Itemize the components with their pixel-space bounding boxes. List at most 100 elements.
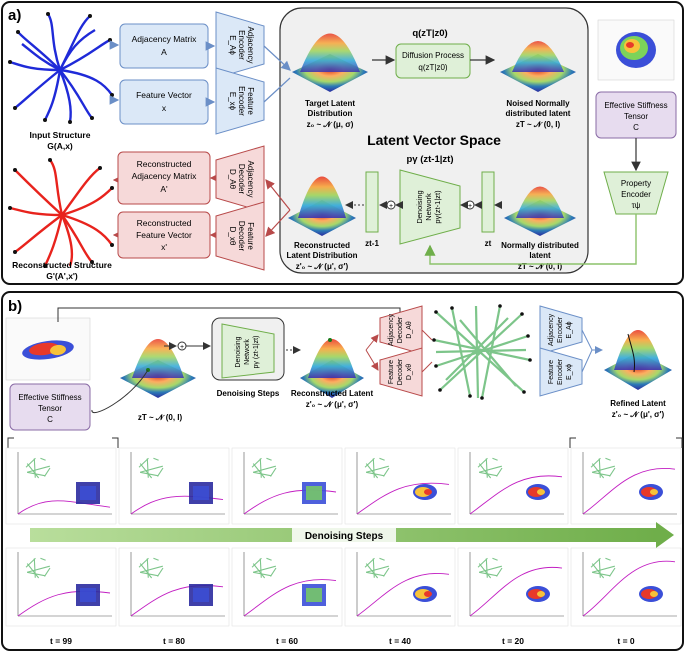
zt-minus-bar	[365, 171, 379, 233]
svg-text:+: +	[180, 344, 184, 351]
target-latent-l1: Target Latent	[305, 99, 355, 108]
panel-a-frame	[1, 1, 684, 285]
recon-feature-l2: Feature Vector	[136, 230, 192, 240]
timestep-label: t = 99	[50, 636, 72, 646]
feat-decoder-l1: Feature	[246, 222, 255, 250]
feat-encoder-b-l2: Encoder	[557, 358, 564, 385]
recon-latent-plot	[288, 176, 356, 236]
step-thumbnail	[570, 447, 682, 525]
feat-encoder-l3: E_xϕ	[228, 92, 237, 111]
svg-text:+: +	[468, 203, 472, 210]
noised-latent-plot	[500, 41, 576, 92]
noised-latent-l3: zT ~ 𝒩 (0, I)	[516, 120, 561, 129]
step-thumbnail	[344, 447, 456, 525]
adjacency-encoder	[215, 11, 265, 79]
adj-decoder-l3: D_Aθ	[228, 169, 237, 190]
adj-encoder-l2: Encoder	[237, 30, 246, 60]
stiffness-b-l1: Effective Stiffness	[18, 393, 81, 402]
stiffness-a-l3: C	[633, 123, 639, 132]
denoising-thumbnails	[5, 447, 682, 627]
input-structure-sub: G(A,x)	[47, 141, 73, 151]
adj-decoder-l2: Decoder	[237, 164, 246, 195]
denoise-b-l1: Denoising	[235, 336, 242, 367]
denoising-network-b	[221, 323, 275, 379]
denoise-net-l1: Denoising	[415, 190, 424, 223]
denoising-arrow-label: Denoising Steps	[305, 531, 384, 542]
normal-latent-l3: zT ~ 𝒩 (0, I)	[518, 262, 563, 271]
denoise-b-l3: pγ (zt-1|zt)	[253, 336, 260, 369]
adj-encoder-l1: Adjacency	[246, 27, 255, 64]
noised-latent-l2: distributed latent	[506, 109, 571, 118]
latent-space-title: Latent Vector Space	[367, 132, 501, 148]
denoising-arrow-head	[656, 522, 674, 548]
diffusion-process-box	[395, 43, 471, 79]
input-structure-graph	[9, 13, 113, 123]
recon-feature-l1: Reconstructed	[137, 218, 192, 228]
adj-encoder-b-l1: Adjacency	[548, 313, 555, 346]
recon-latent-l2: Latent Distribution	[286, 251, 357, 260]
step-thumbnail	[5, 547, 117, 627]
adjacency-matrix-symbol: A	[161, 47, 167, 57]
denoise-net-l2: Network	[424, 193, 433, 221]
adj-encoder-b-l2: Encoder	[557, 316, 564, 343]
adjacency-encoder-b	[539, 305, 583, 355]
normal-latent-l1: Normally distributed	[501, 241, 579, 250]
adj-decoder-b-l3: D_Aθ	[406, 321, 413, 339]
feat-encoder-l1: Feature	[246, 87, 255, 115]
recon-latent-b-l2: z'₀ ~ 𝒩 (μ', σ')	[306, 400, 359, 409]
recon-latent-l3: z'₀ ~ 𝒩 (μ', σ')	[296, 262, 349, 271]
refined-latent-plot	[604, 330, 672, 390]
reconstructed-structure-graph	[9, 159, 113, 267]
denoise-net-l3: pγ(zt-1|zt)	[433, 190, 442, 224]
reconstructed-structure-sub: G'(A',x')	[46, 271, 78, 281]
recon-feature-l3: x'	[161, 242, 167, 252]
panel-b-label: b)	[8, 298, 22, 315]
recon-adjacency-l3: A'	[160, 184, 168, 194]
recon-adjacency-l2: Adjacency Matrix	[132, 171, 197, 181]
denoise-b-l2: Network	[244, 339, 251, 365]
denoising-network	[399, 169, 461, 245]
step-thumbnail	[231, 447, 343, 525]
feat-encoder-b-l3: E_xϕ	[566, 364, 573, 380]
adjacency-matrix-box	[119, 23, 209, 69]
step-thumbnail	[118, 547, 230, 627]
timestep-label: t = 40	[389, 636, 411, 646]
stiffness-b-l2: Tensor	[38, 404, 62, 413]
stiffness-a-l2: Tensor	[624, 112, 648, 121]
feat-decoder-b-l1: Feature	[388, 360, 395, 384]
zt-label: zt	[485, 239, 492, 248]
zt-b-label: zT ~ 𝒩 (0, I)	[138, 413, 183, 422]
feature-vector-symbol: x	[162, 103, 167, 113]
refined-latent-l2: z'₀ ~ 𝒩 (μ', σ')	[612, 410, 665, 419]
feat-encoder-l2: Encoder	[237, 86, 246, 116]
feature-encoder-b	[539, 347, 583, 397]
step-thumbnail	[5, 447, 117, 525]
prop-encoder-l3: τψ	[632, 201, 641, 210]
target-latent-l3: z₀ ~ 𝒩 (μ, σ)	[307, 120, 354, 129]
feature-vector-box	[119, 79, 209, 125]
denoising-steps-label: Denoising Steps	[217, 389, 280, 398]
step-thumbnail	[570, 547, 682, 627]
panel-a-label: a)	[8, 7, 21, 24]
normal-latent-l2: latent	[529, 251, 551, 260]
timestep-label: t = 60	[276, 636, 298, 646]
diffusion-l1: Diffusion Process	[402, 51, 464, 60]
stiffness-b-l3: C	[47, 415, 53, 424]
svg-text:+: +	[389, 203, 393, 210]
step-thumbnail	[344, 547, 456, 627]
step-thumbnail	[118, 447, 230, 525]
adj-decoder-l1: Adjacency	[246, 161, 255, 198]
property-encoder	[603, 171, 669, 215]
diffusion-l2: q(zT|z0)	[418, 63, 448, 72]
feat-decoder-b-l2: Decoder	[397, 358, 404, 385]
feat-encoder-b-l1: Feature	[548, 360, 555, 384]
feature-decoder-b	[379, 347, 423, 397]
target-latent-l2: Distribution	[308, 109, 353, 118]
adj-decoder-b-l1: Adjacency	[388, 313, 395, 346]
prop-encoder-l1: Property	[621, 179, 651, 188]
timestep-label: t = 80	[163, 636, 185, 646]
zt-minus-label: zt-1	[365, 239, 379, 248]
recon-adjacency-l1: Reconstructed	[137, 159, 192, 169]
target-latent-plot	[292, 33, 368, 92]
